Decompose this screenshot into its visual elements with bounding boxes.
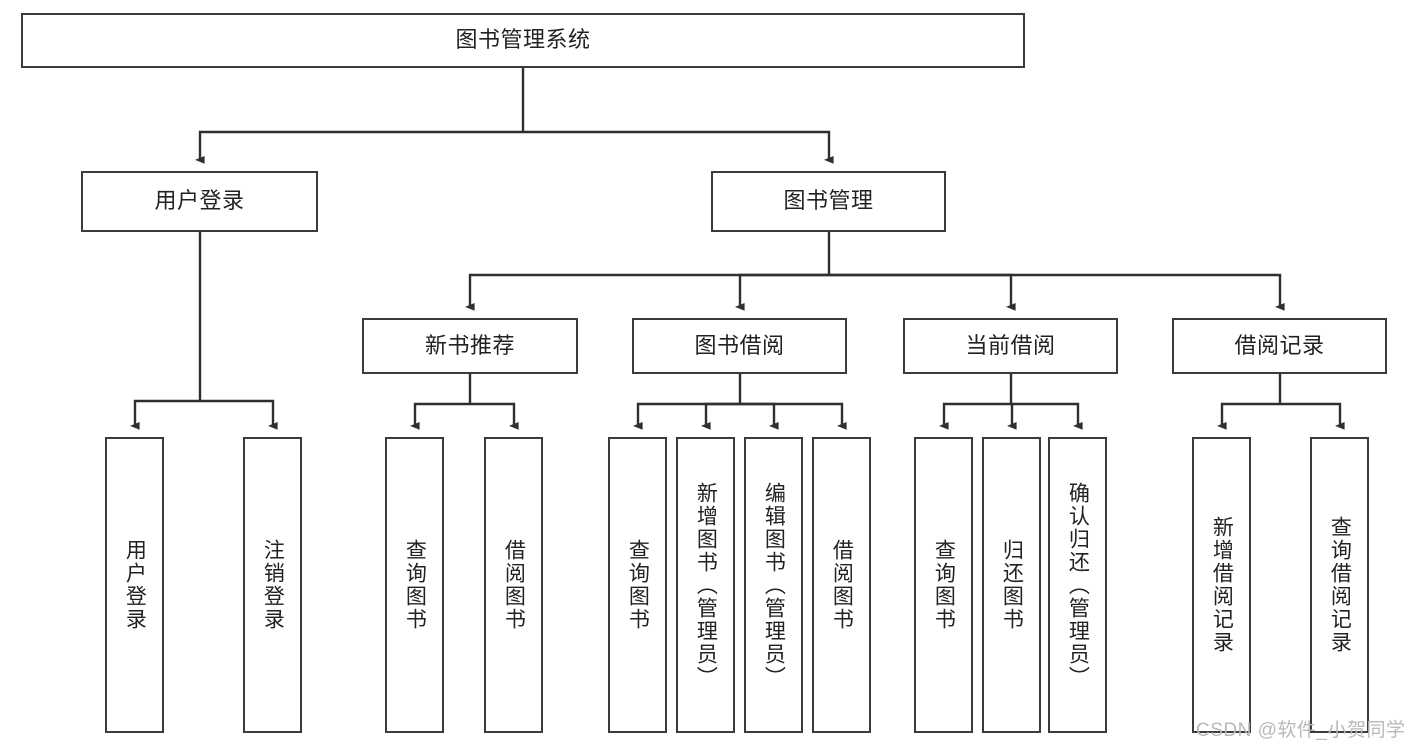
edge-borrow-to-l8 [740, 402, 847, 430]
node-label: 借阅记录 [1234, 332, 1325, 358]
node-l6[interactable]: 新增图书（管理员） [676, 437, 735, 733]
edge-borrow-to-l7 [740, 402, 779, 430]
edge-root-to-login [195, 130, 523, 164]
node-label: 查询图书 [626, 539, 650, 631]
node-l12[interactable]: 新增借阅记录 [1192, 437, 1251, 733]
node-borrow[interactable]: 图书借阅 [632, 318, 847, 374]
node-current[interactable]: 当前借阅 [903, 318, 1118, 374]
node-label: 用户登录 [123, 539, 147, 631]
node-label: 注销登录 [261, 539, 285, 631]
edge-login-to-l2 [200, 399, 278, 430]
node-label: 借阅图书 [830, 539, 854, 631]
node-label: 查询图书 [932, 539, 956, 631]
node-label: 查询借阅记录 [1328, 516, 1352, 654]
node-label: 编辑图书（管理员） [762, 481, 786, 689]
node-l13[interactable]: 查询借阅记录 [1310, 437, 1369, 733]
edge-records-to-l13 [1280, 402, 1345, 430]
node-l3[interactable]: 查询图书 [385, 437, 444, 733]
watermark: CSDN @软件_小贺同学 [1196, 720, 1405, 741]
edge-current-to-l9 [939, 402, 1011, 430]
node-label: 新书推荐 [424, 332, 515, 358]
node-label: 图书管理系统 [455, 27, 591, 53]
edge-newbook-to-l3 [410, 402, 470, 430]
edge-current-to-l11 [1011, 402, 1083, 430]
edge-bookmgmt-to-newbook [465, 273, 829, 311]
node-label: 用户登录 [154, 188, 245, 214]
edge-bookmgmt-to-current [829, 273, 1016, 311]
node-l2[interactable]: 注销登录 [243, 437, 302, 733]
node-l7[interactable]: 编辑图书（管理员） [744, 437, 803, 733]
node-label: 归还图书 [1000, 539, 1024, 631]
node-l4[interactable]: 借阅图书 [484, 437, 543, 733]
edge-current-to-l10 [1007, 402, 1017, 430]
edge-records-to-l12 [1217, 402, 1280, 430]
node-l5[interactable]: 查询图书 [608, 437, 667, 733]
node-root[interactable]: 图书管理系统 [21, 13, 1025, 68]
node-label: 确认归还（管理员） [1066, 481, 1090, 689]
edge-bookmgmt-to-records [829, 273, 1285, 311]
node-newbook[interactable]: 新书推荐 [362, 318, 578, 374]
edge-borrow-to-l6 [701, 402, 740, 430]
edge-root-to-bookmgmt [523, 130, 834, 164]
node-l8[interactable]: 借阅图书 [812, 437, 871, 733]
node-bookmgmt[interactable]: 图书管理 [711, 171, 946, 232]
edge-newbook-to-l4 [470, 402, 519, 430]
node-l1[interactable]: 用户登录 [105, 437, 164, 733]
node-label: 查询图书 [403, 539, 427, 631]
node-records[interactable]: 借阅记录 [1172, 318, 1387, 374]
node-l11[interactable]: 确认归还（管理员） [1048, 437, 1107, 733]
edge-login-to-l1 [130, 399, 200, 430]
node-label: 图书管理 [783, 188, 874, 214]
node-label: 当前借阅 [965, 332, 1056, 358]
node-label: 新增借阅记录 [1210, 516, 1234, 654]
edge-bookmgmt-to-borrow [735, 273, 829, 311]
node-l10[interactable]: 归还图书 [982, 437, 1041, 733]
node-l9[interactable]: 查询图书 [914, 437, 973, 733]
node-label: 新增图书（管理员） [694, 481, 718, 689]
node-label: 图书借阅 [694, 332, 785, 358]
edge-borrow-to-l5 [633, 402, 740, 430]
node-label: 借阅图书 [502, 539, 526, 631]
node-login[interactable]: 用户登录 [81, 171, 318, 232]
